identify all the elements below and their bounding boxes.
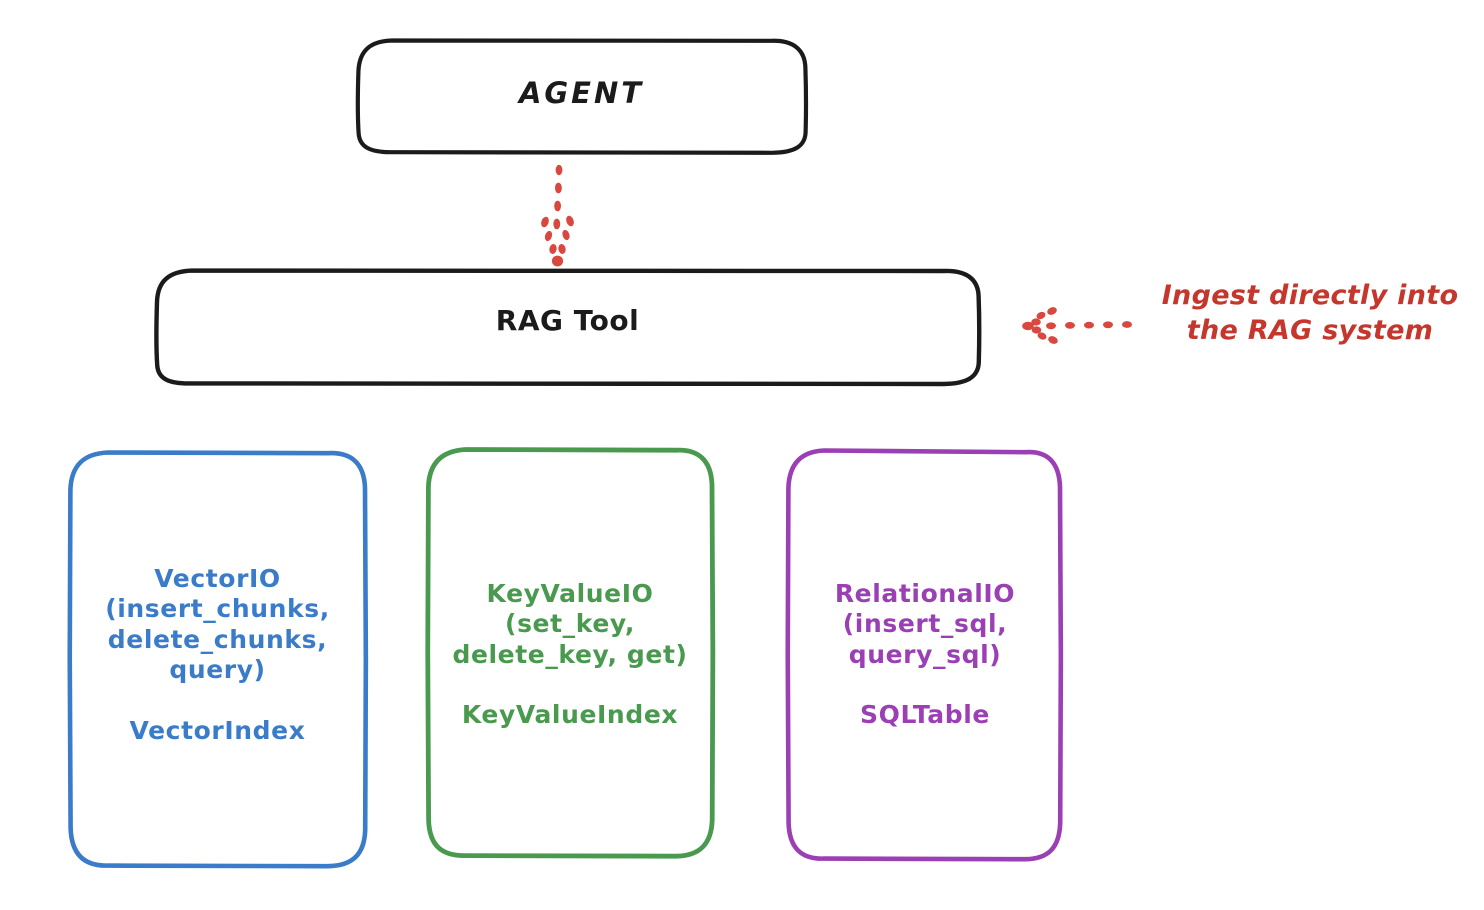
key-value-index-text: KeyValueIndex [461,700,679,729]
sql-table-text: SQLTable [860,700,990,729]
agent-to-rag-arrow [541,164,574,267]
relational-io-node-shape[interactable] [785,448,1064,862]
key-value-io-node-label: KeyValueIO (set_key, delete_key, get) Ke… [424,548,716,761]
vector-io-node-label: VectorIO (insert_chunks, delete_chunks, … [70,533,365,777]
vector-index-text: VectorIndex [129,715,306,745]
ingest-annotation-label: Ingest directly into the RAG system [1161,280,1459,346]
agent-node-label: AGENT [518,76,645,110]
key-value-io-node-shape[interactable] [425,447,716,859]
relational-io-node-label: RelationalIO (insert_sql, query_sql) SQL… [786,548,1064,761]
relational-io-methods-text: RelationalIO (insert_sql, query_sql) [834,578,1016,669]
agent-node-shape[interactable] [355,38,809,155]
key-value-io-methods-text: KeyValueIO (set_key, delete_key, get) [452,578,688,669]
ingest-annotation-arrow [1022,307,1132,344]
vector-io-methods-text: VectorIO (insert_chunks, delete_chunks, … [105,563,330,685]
vector-io-node-shape[interactable] [67,450,369,869]
rag-tool-node-shape[interactable] [154,268,982,387]
rag-tool-node-label: RAG Tool [495,304,640,337]
